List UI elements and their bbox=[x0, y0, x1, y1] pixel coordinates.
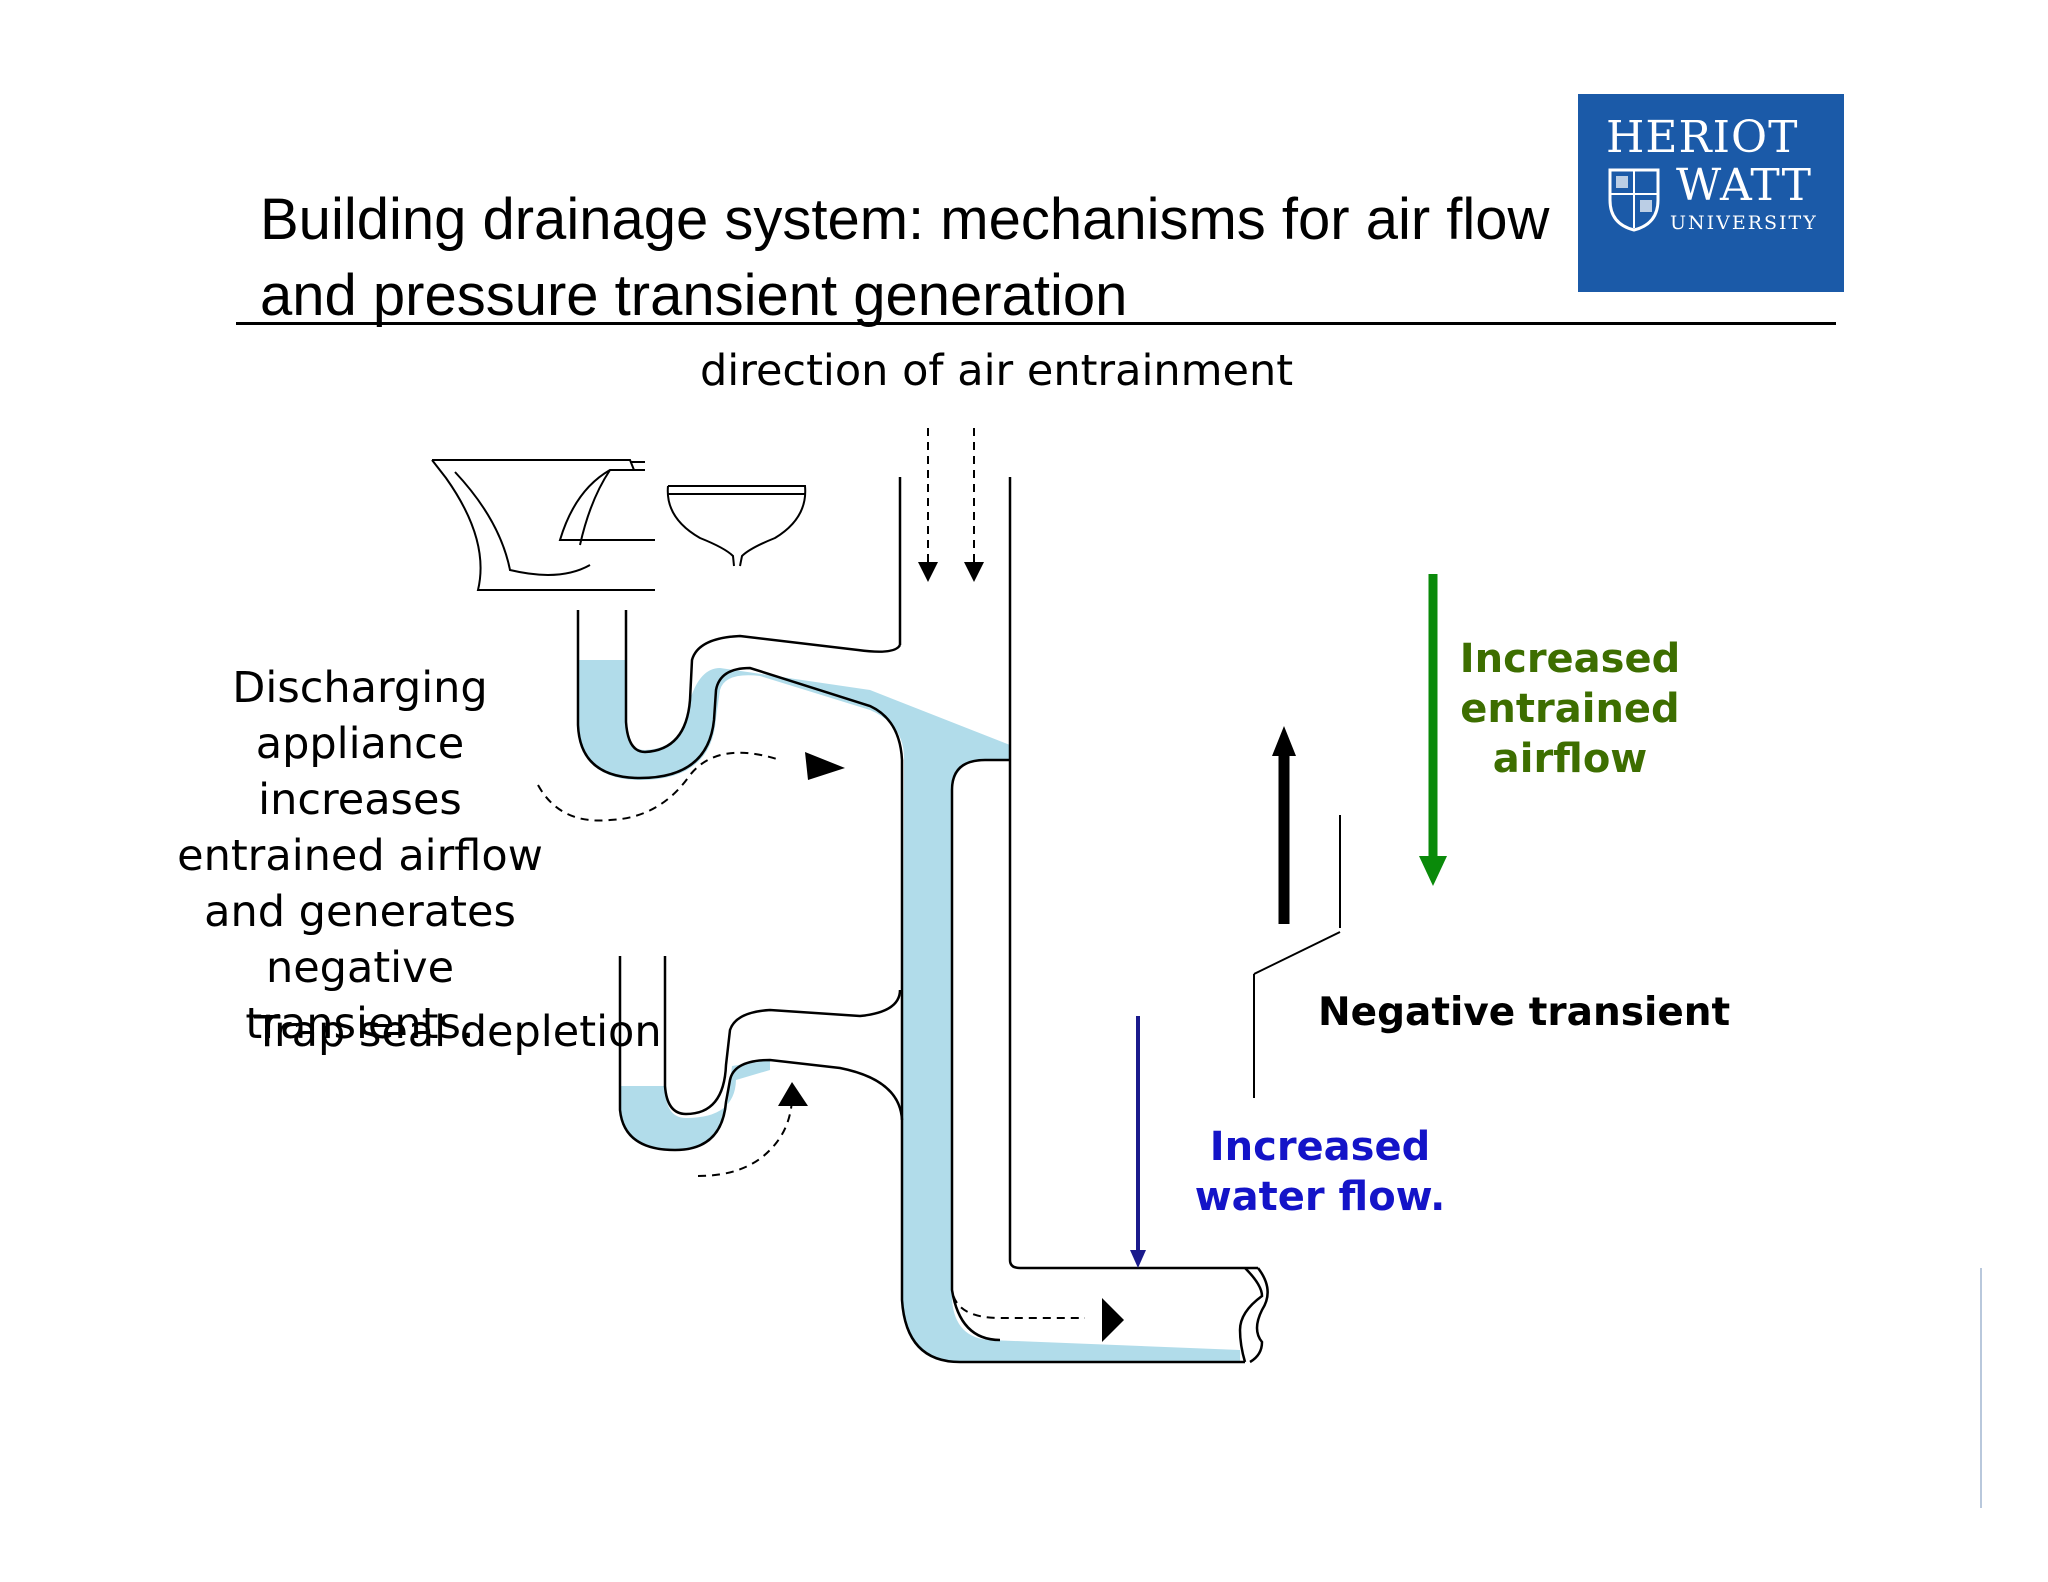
transient-graphic bbox=[1253, 726, 1341, 1098]
basin-icon bbox=[666, 485, 807, 567]
upper-trap-water bbox=[578, 660, 1240, 1362]
title-divider bbox=[236, 322, 1836, 325]
flow-path-arrows bbox=[537, 751, 1085, 1319]
logo-line-1: HERIOT bbox=[1606, 112, 1799, 163]
negative-transient-label: Negative transient bbox=[1318, 990, 1731, 1035]
water-flow-arrow bbox=[1130, 1016, 1146, 1268]
flow-arrowheads bbox=[778, 752, 1124, 1342]
increased-water-label: Increased water flow. bbox=[1194, 1124, 1446, 1220]
increased-airflow-label: Increased entrained airflow bbox=[1459, 636, 1681, 782]
discharging-label: Discharging appliance increases entraine… bbox=[177, 663, 543, 1049]
air-entrainment-arrows bbox=[918, 428, 984, 582]
lower-trap-pipe bbox=[618, 956, 904, 1152]
airflow-arrow bbox=[1419, 574, 1447, 886]
logo-line-2: WATT bbox=[1676, 160, 1812, 211]
side-divider bbox=[1980, 1268, 1982, 1508]
page-title: Building drainage system: mechanisms for… bbox=[260, 187, 1550, 328]
stack-pipe bbox=[898, 477, 1012, 740]
upper-trap-pipe bbox=[576, 610, 1258, 1364]
lower-trap-water bbox=[620, 1060, 770, 1150]
trap-seal-label: Trap seal depletion bbox=[254, 1007, 662, 1057]
toilet-icon bbox=[431, 459, 655, 591]
university-logo: HERIOT WATT UNIVERSITY bbox=[1578, 94, 1844, 292]
crest-icon bbox=[1608, 168, 1660, 232]
outlet-pipe-end bbox=[1238, 1267, 1269, 1364]
air-entrainment-label: direction of air entrainment bbox=[700, 346, 1294, 396]
logo-line-3: UNIVERSITY bbox=[1670, 212, 1818, 234]
